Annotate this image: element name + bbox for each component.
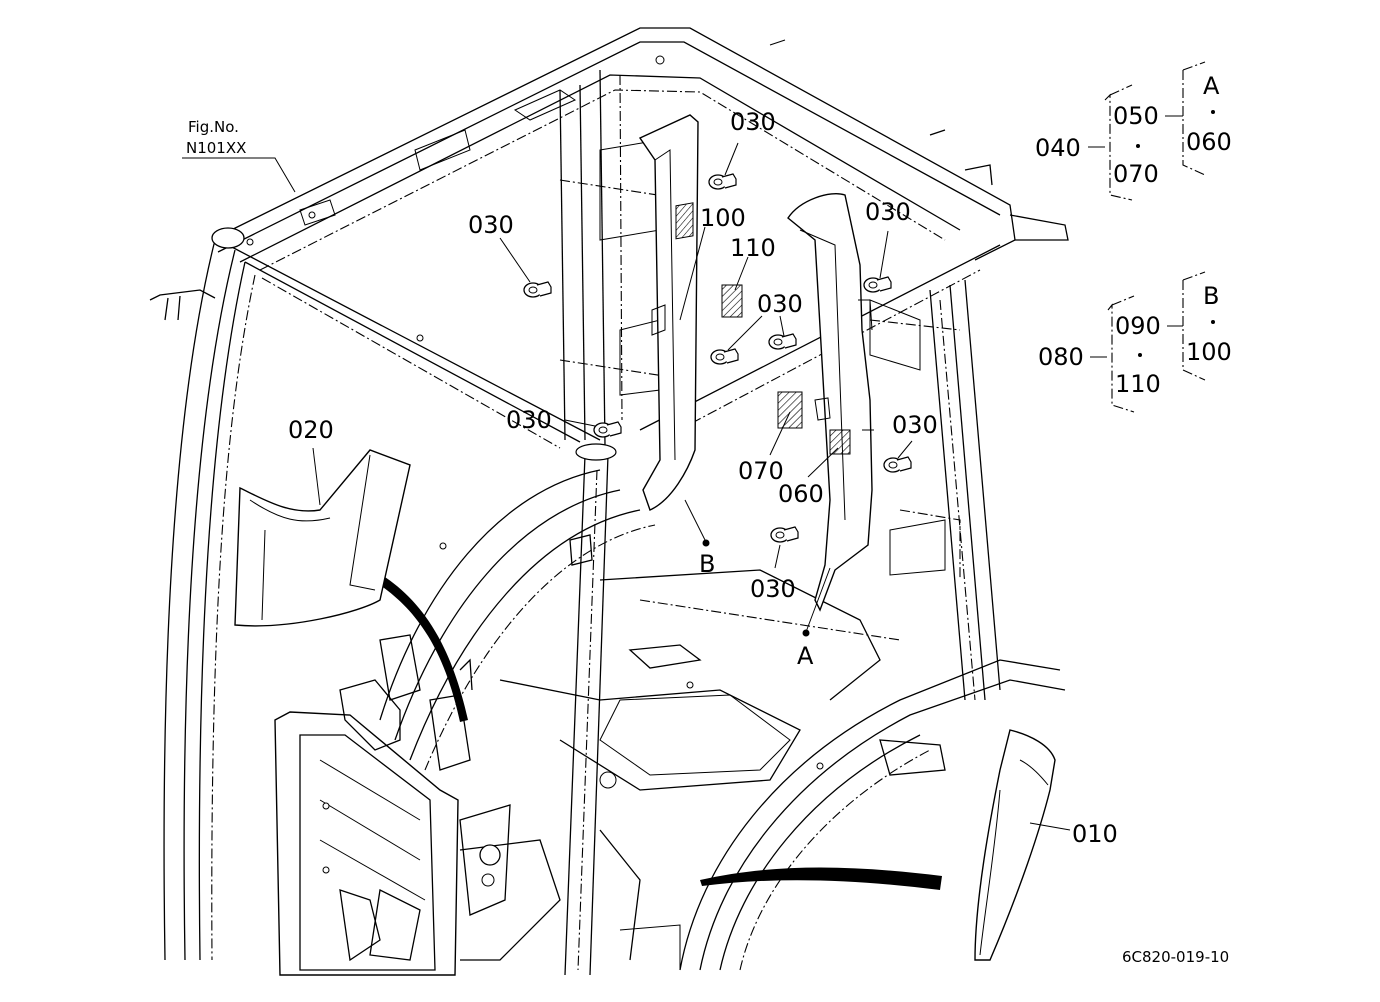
callout-030: 030 xyxy=(506,406,552,434)
fig-no-value: N101XX xyxy=(186,139,246,157)
callout-020: 020 xyxy=(288,416,334,444)
legend-a-child-bottom: 070 xyxy=(1113,160,1159,188)
callout-030: 030 xyxy=(892,411,938,439)
ref-a-label: A xyxy=(797,642,814,670)
fig-no-label: Fig.No. xyxy=(188,118,239,136)
pillar-trim-a xyxy=(777,193,874,612)
legend-b-child-bottom: 110 xyxy=(1115,370,1161,398)
ref-b-label: B xyxy=(699,550,715,578)
part-020-trim-panel xyxy=(234,449,411,627)
callout-030: 030 xyxy=(750,575,796,603)
part-010-trim-panel xyxy=(974,729,1056,961)
callout-labels: 030 030 030 030 030 030 030 100 110 070 … xyxy=(288,108,1118,848)
figure-number: Fig.No. N101XX xyxy=(186,118,246,157)
callout-100: 100 xyxy=(700,204,746,232)
legend-group-a: 040 050 070 A 060 xyxy=(1035,61,1232,201)
callout-110: 110 xyxy=(730,234,776,262)
drawing-code: 6C820-019-10 xyxy=(1122,948,1229,966)
legend-a-ref: A xyxy=(1203,72,1220,100)
bolt-030 xyxy=(593,421,622,438)
bolt-030 xyxy=(863,276,892,293)
legend-a-ref-item: 060 xyxy=(1186,128,1232,156)
legend-b-ref: B xyxy=(1203,282,1219,310)
bolt-030 xyxy=(710,348,739,365)
callout-030: 030 xyxy=(730,108,776,136)
bolt-030 xyxy=(770,526,799,543)
door-assembly xyxy=(274,534,593,976)
callout-060: 060 xyxy=(778,480,824,508)
callout-070: 070 xyxy=(738,457,784,485)
leader-lines xyxy=(182,142,1071,831)
door-swing-arc-right xyxy=(700,867,942,890)
callout-010: 010 xyxy=(1072,820,1118,848)
legend-b-ref-item: 100 xyxy=(1186,338,1232,366)
callout-030: 030 xyxy=(757,290,803,318)
pillar-trim-b xyxy=(638,114,699,511)
bolt-030 xyxy=(523,281,552,298)
legend-a-parent: 040 xyxy=(1035,134,1081,162)
legend-group-b: 080 090 110 B 100 xyxy=(1038,271,1232,413)
legend-b-child-top: 090 xyxy=(1115,312,1161,340)
callout-030: 030 xyxy=(865,198,911,226)
callout-030: 030 xyxy=(468,211,514,239)
legend-b-parent: 080 xyxy=(1038,343,1084,371)
part-110-label-shape xyxy=(721,284,743,318)
bolt-030 xyxy=(768,333,797,350)
bolt-030 xyxy=(883,456,912,473)
bolt-030 xyxy=(708,173,737,190)
door-swing-arc-left xyxy=(380,575,468,722)
cab-frame xyxy=(149,27,1069,976)
cab-floor xyxy=(379,469,1066,971)
legend-a-child-top: 050 xyxy=(1113,102,1159,130)
